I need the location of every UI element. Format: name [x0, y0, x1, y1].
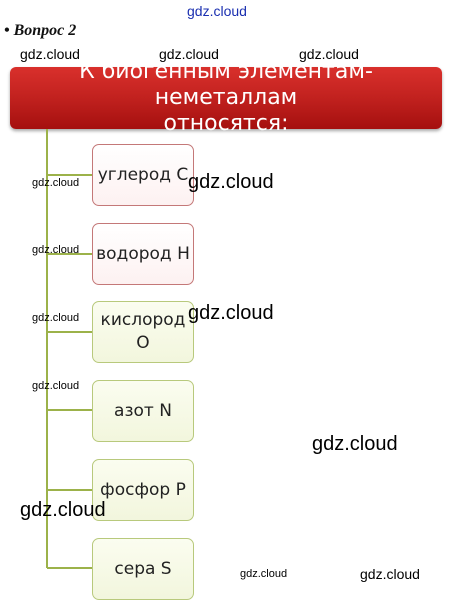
title-banner: К биогенным элементам-неметаллам относят…: [10, 59, 442, 136]
watermark: gdz.cloud: [188, 171, 274, 193]
banner-title-line1: К биогенным элементам-неметаллам: [79, 59, 373, 110]
watermark: gdz.cloud: [312, 433, 398, 455]
watermark: gdz.cloud: [20, 46, 80, 62]
banner-title-line2: относятся:: [163, 111, 289, 136]
node-nitrogen: азот N: [92, 380, 194, 442]
watermark: gdz.cloud: [32, 312, 80, 324]
watermark: gdz.cloud: [32, 177, 80, 189]
node-oxygen: кислород О: [92, 301, 194, 363]
watermark: gdz.cloud: [360, 566, 420, 582]
question-label: • Вопрос 2: [4, 22, 77, 39]
watermark: gdz.cloud: [299, 46, 359, 62]
node-carbon: углерод С: [92, 144, 194, 206]
watermark: gdz.cloud: [159, 46, 219, 62]
watermark: gdz.cloud: [240, 568, 288, 580]
node-hydrogen: водород Н: [92, 223, 194, 285]
watermark: gdz.cloud: [187, 3, 247, 19]
watermark: gdz.cloud: [32, 244, 80, 256]
watermark: gdz.cloud: [188, 302, 274, 324]
node-phosphorus: фосфор Р: [92, 459, 194, 521]
watermark: gdz.cloud: [20, 499, 106, 521]
banner-title: К биогенным элементам-неметаллам относят…: [10, 59, 442, 137]
node-sulfur: сера S: [92, 538, 194, 600]
watermark: gdz.cloud: [32, 380, 80, 392]
